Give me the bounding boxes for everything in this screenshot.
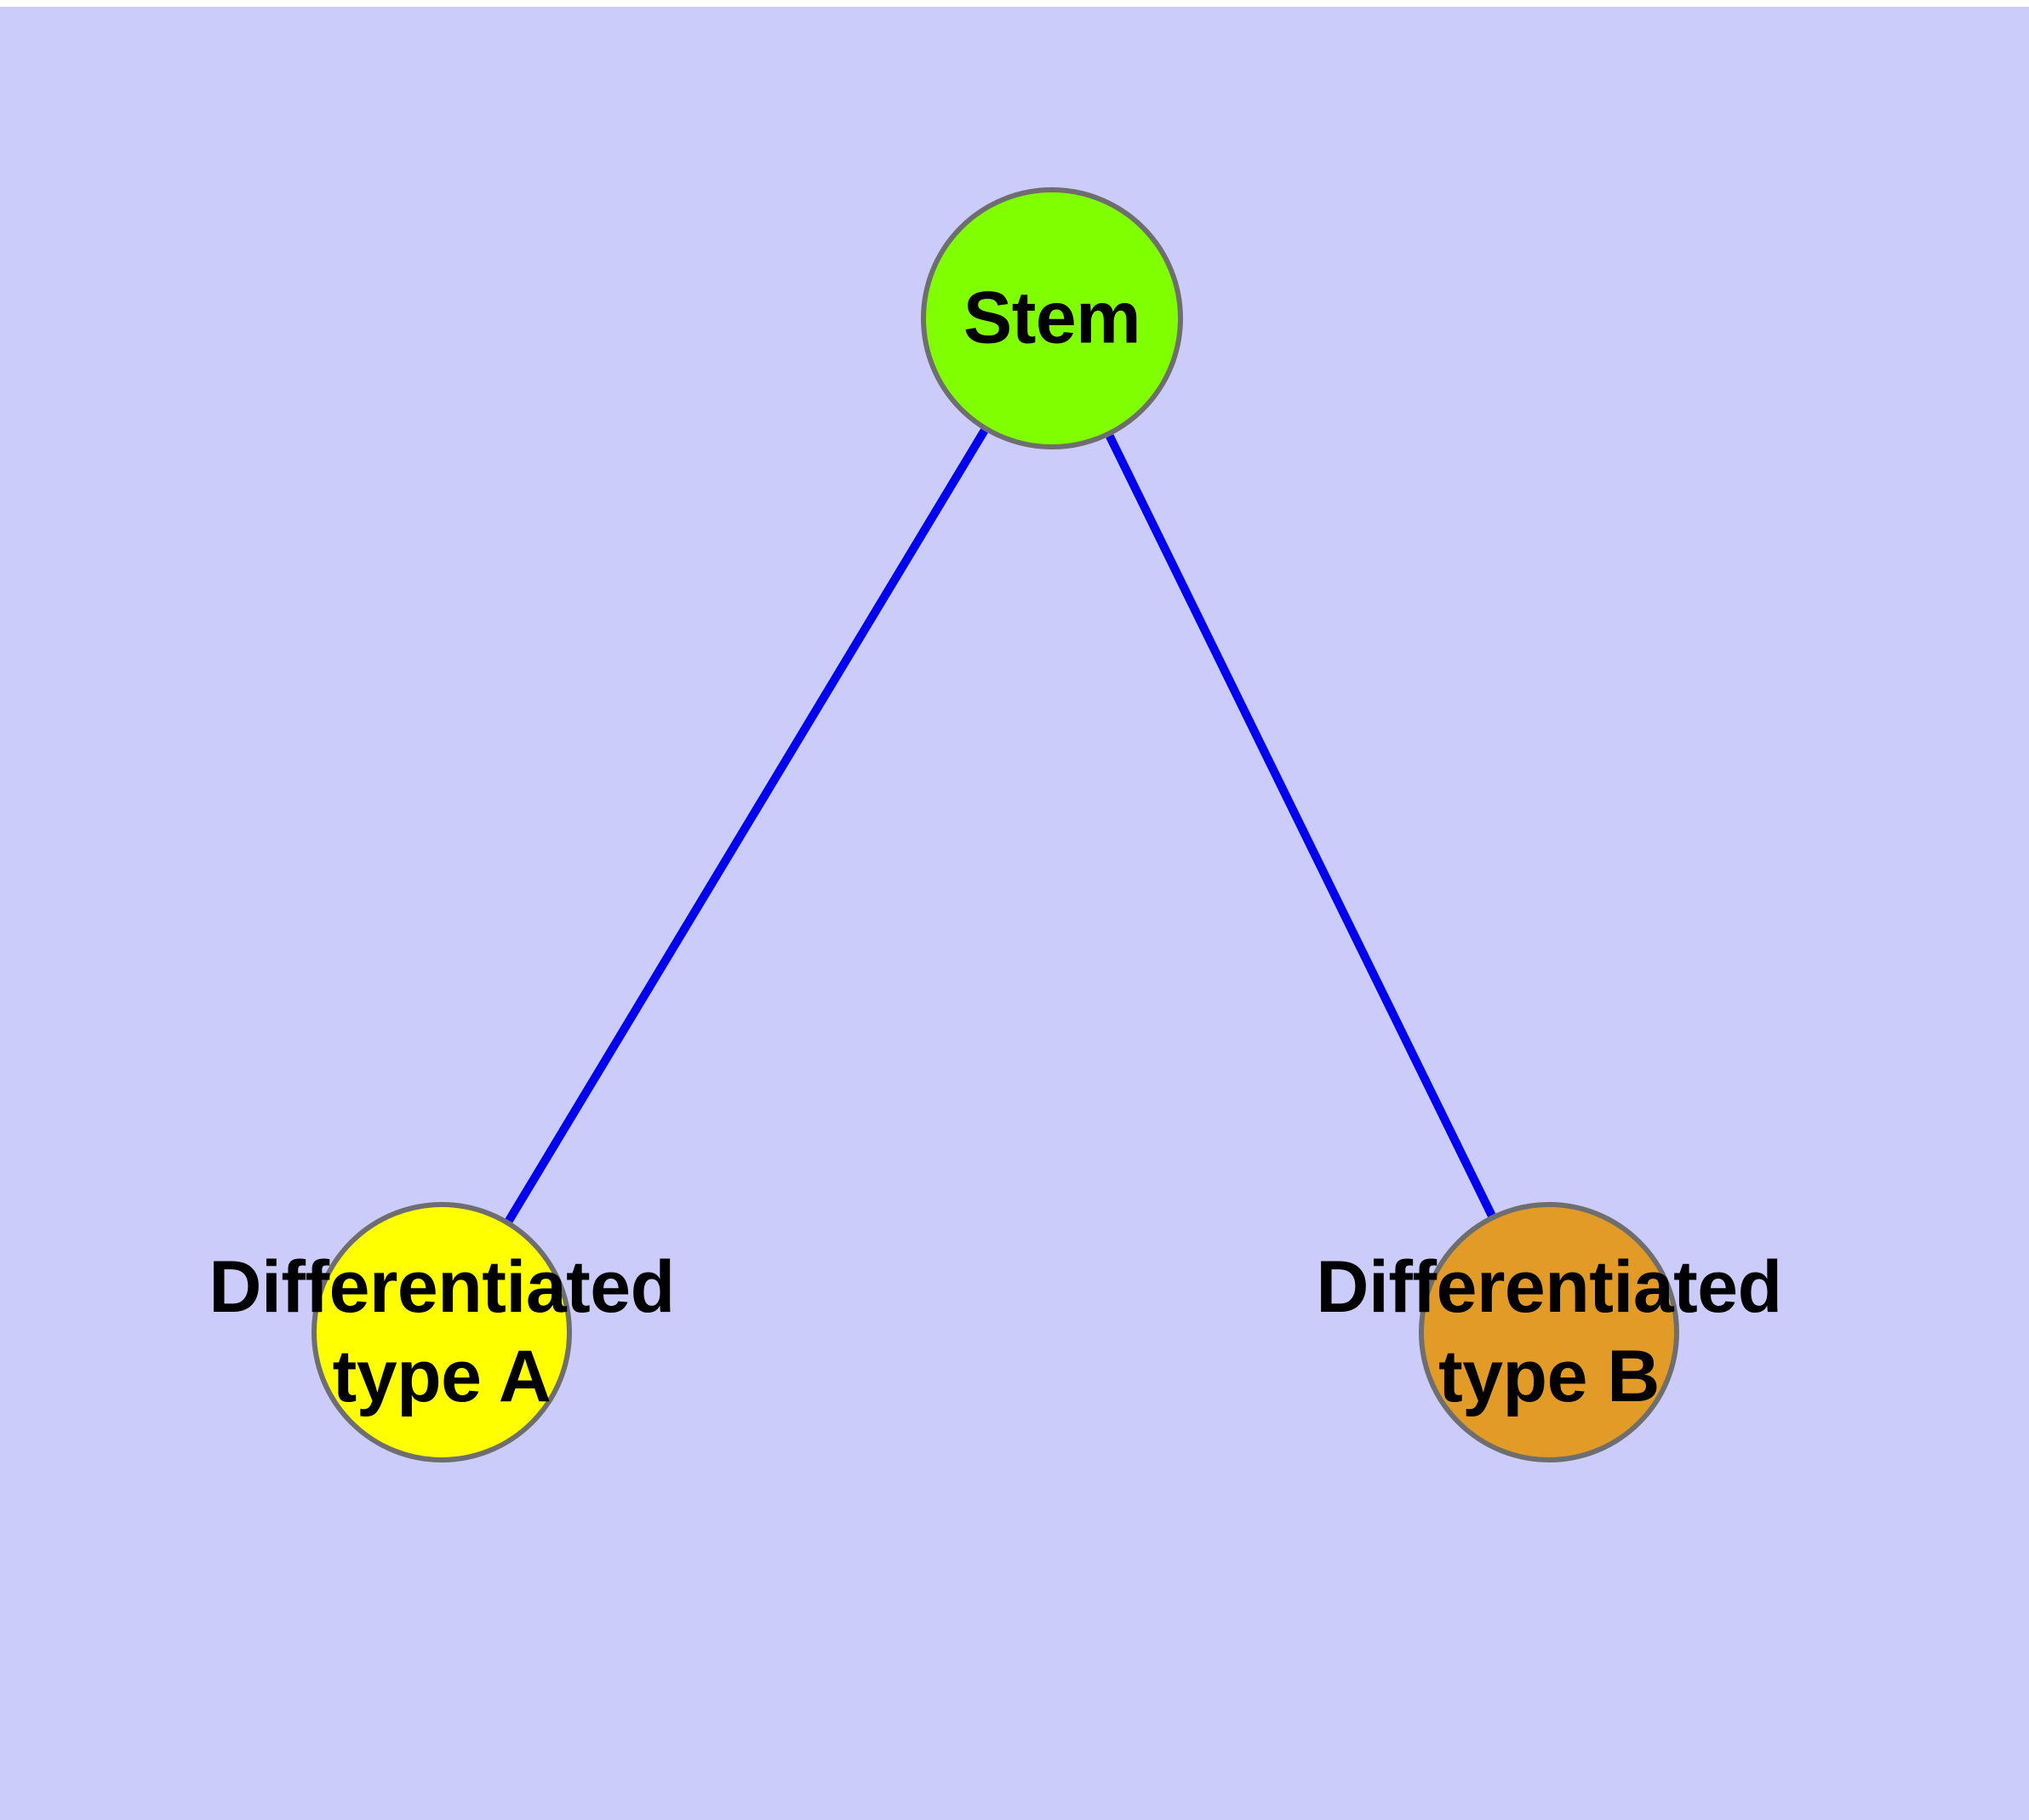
top-margin-strip (0, 0, 2029, 7)
edge-layer (505, 428, 1496, 1223)
node-circle-diff-b[interactable] (1419, 1202, 1679, 1462)
node-layer (311, 187, 1679, 1462)
node-circle-diff-a[interactable] (311, 1202, 572, 1462)
edge-stem-to-a (505, 428, 988, 1223)
edge-stem-to-b (1106, 434, 1496, 1217)
node-circle-stem[interactable] (921, 187, 1183, 449)
